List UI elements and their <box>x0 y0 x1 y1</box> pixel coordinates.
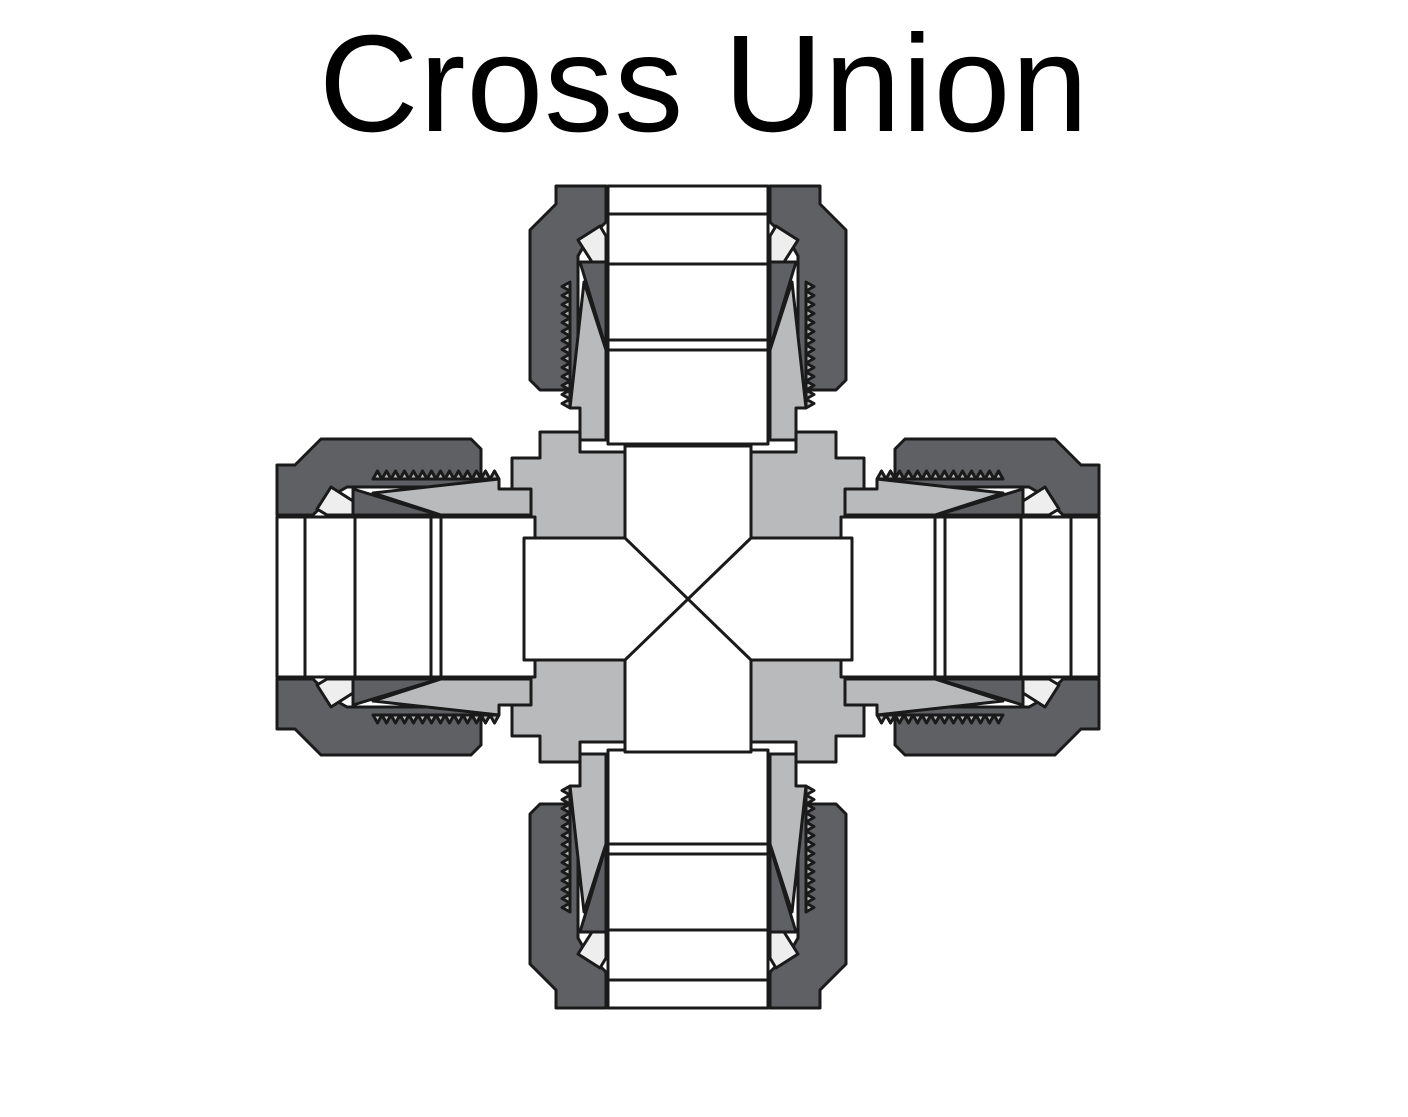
thread-left <box>768 752 816 914</box>
thread-right <box>843 677 1005 725</box>
port-right <box>839 437 1101 757</box>
front-ferrule-left <box>935 487 1025 517</box>
thread-right <box>768 280 816 442</box>
back-ferrule-right <box>1021 677 1061 709</box>
thread-left <box>843 469 1005 517</box>
back-ferrule-right <box>315 485 355 517</box>
front-ferrule-right <box>935 677 1025 707</box>
back-ferrule-left <box>315 677 355 709</box>
tube <box>606 184 770 446</box>
front-ferrule-left <box>768 844 798 934</box>
back-ferrule-right <box>576 930 608 970</box>
back-ferrule-right <box>768 224 800 264</box>
page-title: Cross Union <box>318 7 1090 161</box>
thread-left <box>371 677 533 725</box>
port-left <box>275 437 537 757</box>
back-ferrule-left <box>576 224 608 264</box>
thread-left <box>560 280 608 442</box>
front-ferrule-left <box>351 677 441 707</box>
thread-right <box>560 752 608 914</box>
front-ferrule-right <box>578 844 608 934</box>
center-bore <box>522 444 854 754</box>
back-ferrule-left <box>768 930 800 970</box>
front-ferrule-left <box>578 260 608 350</box>
front-ferrule-right <box>768 260 798 350</box>
tube <box>275 515 537 679</box>
port-top <box>528 184 848 446</box>
tube <box>606 748 770 1010</box>
tube <box>839 515 1101 679</box>
back-ferrule-left <box>1021 485 1061 517</box>
thread-right <box>371 469 533 517</box>
front-ferrule-right <box>351 487 441 517</box>
port-bottom <box>528 748 848 1010</box>
bore-diagonal <box>623 536 753 662</box>
fitting-ports <box>275 184 1101 1010</box>
